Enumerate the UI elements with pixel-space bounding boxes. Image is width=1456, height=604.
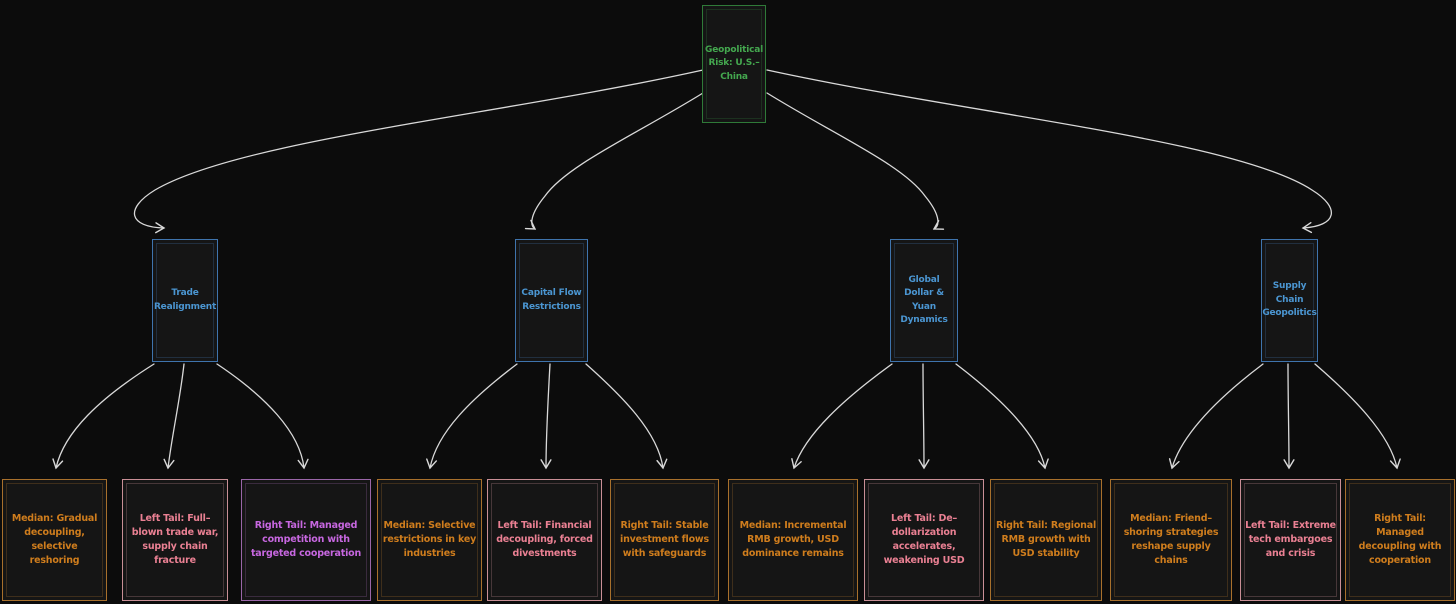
arrow-root-to-dollar — [766, 92, 945, 230]
leaf-trade-median: Median: Gradual decoupling, selective re… — [2, 479, 107, 601]
arrow-dollar-to-left-tail — [918, 363, 930, 470]
arrow-capital-to-right-tail — [585, 363, 668, 470]
branch-supply-chain-geopolitics: Supply Chain Geopolitics — [1261, 239, 1318, 362]
arrow-dollar-to-right-tail — [955, 363, 1049, 470]
branch-global-dollar-yuan-dynamics: Global Dollar & Yuan Dynamics — [890, 239, 958, 362]
leaf-supply-left-tail: Left Tail: Extreme tech embargoes and cr… — [1240, 479, 1341, 601]
leaf-dollar-left-tail: Left Tail: De–dollarization accelerates,… — [864, 479, 984, 601]
arrow-trade-to-right-tail — [216, 363, 309, 470]
arrow-supply-to-median — [1168, 363, 1264, 470]
arrow-root-to-supply — [766, 69, 1332, 234]
leaf-trade-left-tail: Left Tail: Full–blown trade war, supply … — [122, 479, 228, 601]
branch-trade-realignment: Trade Realignment — [152, 239, 218, 362]
root-node-geopolitical-risk: Geopolitical Risk: U.S.–China — [702, 5, 766, 123]
arrow-supply-to-right-tail — [1314, 363, 1401, 470]
arrow-trade-to-left-tail — [163, 363, 185, 470]
leaf-supply-median: Median: Friend–shoring strategies reshap… — [1110, 479, 1232, 601]
arrow-root-to-trade — [134, 69, 704, 234]
arrow-trade-to-median — [52, 363, 155, 470]
arrow-supply-to-left-tail — [1283, 363, 1295, 470]
arrow-capital-to-median — [426, 363, 518, 470]
leaf-capital-left-tail: Left Tail: Financial decoupling, forced … — [487, 479, 602, 601]
arrow-capital-to-left-tail — [540, 363, 552, 470]
branch-capital-flow-restrictions: Capital Flow Restrictions — [515, 239, 588, 362]
leaf-trade-right-tail: Right Tail: Managed competition with tar… — [241, 479, 371, 601]
arrow-dollar-to-median — [791, 363, 893, 470]
leaf-supply-right-tail: Right Tail: Managed decoupling with coop… — [1345, 479, 1455, 601]
arrow-root-to-capital — [524, 92, 704, 230]
leaf-capital-right-tail: Right Tail: Stable investment flows with… — [610, 479, 719, 601]
leaf-capital-median: Median: Selective restrictions in key in… — [377, 479, 482, 601]
leaf-dollar-right-tail: Right Tail: Regional RMB growth with USD… — [990, 479, 1102, 601]
leaf-dollar-median: Median: Incremental RMB growth, USD domi… — [728, 479, 858, 601]
